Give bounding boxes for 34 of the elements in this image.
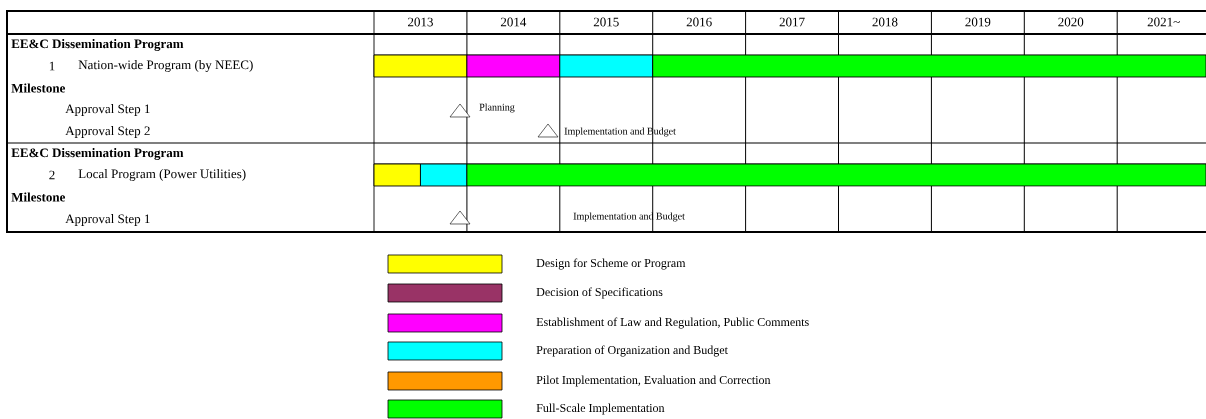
legend-label: Pilot Implementation, Evaluation and Correction bbox=[536, 375, 771, 387]
year-header: 2016 bbox=[686, 17, 712, 27]
schedule-bar bbox=[373, 163, 421, 187]
legend-label: Establishment of Law and Regulation, Public Comments bbox=[536, 317, 809, 329]
year-header: 2018 bbox=[872, 17, 898, 27]
schedule-bar bbox=[420, 163, 468, 187]
program-number: 2 bbox=[49, 170, 55, 180]
schedule-bar bbox=[373, 54, 468, 78]
year-header: 2021~ bbox=[1147, 17, 1180, 27]
year-header: 2017 bbox=[779, 17, 805, 27]
row-label: Approval Step 1 bbox=[65, 214, 150, 226]
row-label: Approval Step 1 bbox=[65, 104, 150, 116]
milestone-label: Planning bbox=[479, 103, 515, 113]
row-heading: Milestone bbox=[11, 192, 66, 202]
schedule-bar bbox=[466, 54, 561, 78]
row-heading: EE&C Dissemination Program bbox=[11, 148, 184, 160]
year-header: 2013 bbox=[408, 17, 433, 27]
row-heading: EE&C Dissemination Program bbox=[11, 39, 184, 51]
legend-label: Design for Scheme or Program bbox=[536, 258, 686, 270]
schedule-bar bbox=[559, 54, 654, 78]
row-label: Nation-wide Program (by NEEC) bbox=[78, 60, 253, 72]
legend-label: Full-Scale Implementation bbox=[536, 403, 665, 415]
row-label: Local Program (Power Utilities) bbox=[78, 169, 246, 181]
year-header: 2020 bbox=[1058, 17, 1084, 27]
row-label: Approval Step 2 bbox=[65, 126, 150, 138]
legend-label: Decision of Specifications bbox=[536, 287, 663, 299]
schedule-bar bbox=[466, 163, 1206, 187]
program-number: 1 bbox=[49, 61, 55, 71]
year-header: 2019 bbox=[965, 17, 991, 27]
legend-label: Preparation of Organization and Budget bbox=[536, 345, 728, 357]
row-heading: Milestone bbox=[11, 83, 66, 93]
year-header: 2014 bbox=[500, 17, 527, 27]
schedule-bar bbox=[652, 54, 1206, 78]
year-header: 2015 bbox=[593, 17, 619, 27]
